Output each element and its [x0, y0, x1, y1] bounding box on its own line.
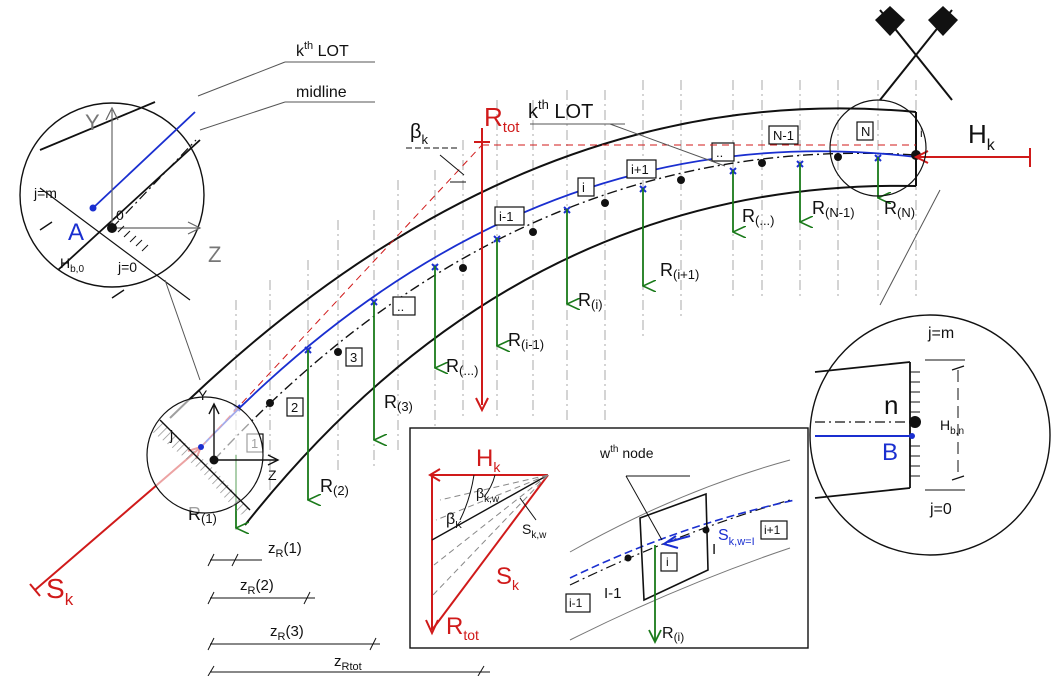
- r-tot-label: Rtot: [484, 102, 520, 136]
- inset-rtot: Rtot: [446, 613, 479, 643]
- beta-k-label: βk: [410, 121, 429, 147]
- inset-sk: Sk: [496, 563, 520, 593]
- arch-outline: [169, 107, 917, 526]
- j-eq-m-left: j=m: [33, 185, 57, 201]
- point-n-label: n: [884, 390, 898, 420]
- reaction-label: R(...): [742, 206, 775, 228]
- leader-lines: [164, 61, 941, 381]
- j-small-label: j: [169, 427, 173, 443]
- j-eq-m-right: j=m: [927, 325, 954, 342]
- midline-label: midline: [296, 84, 347, 101]
- h-bn-label: Hb,n: [940, 417, 964, 437]
- h-k-arrow: [913, 148, 1031, 167]
- inset-hk-label: Hk: [476, 445, 501, 475]
- svg-text:i: i: [666, 555, 669, 569]
- dimension-labels: zR(1) zR(2) zR(3) zRtot: [240, 540, 362, 673]
- segment-box-label: N-1: [773, 128, 794, 143]
- dimension-label: zR(1): [268, 540, 302, 560]
- point-b-label: B: [882, 439, 898, 466]
- segment-box: [711, 142, 735, 162]
- inset-I: I: [712, 541, 716, 558]
- dimension-label: zRtot: [334, 653, 362, 673]
- h-k-label: Hk: [968, 119, 996, 154]
- inset-skw: Sk,w: [522, 521, 547, 541]
- inset-beta-kw: βk,w: [476, 485, 500, 505]
- segment-box: [768, 125, 799, 145]
- segment-box-label: N: [861, 124, 870, 139]
- segment-box-label: 3: [350, 350, 357, 365]
- crossed-flags-icon: [875, 6, 958, 101]
- point-a-label: A: [68, 219, 84, 246]
- segment-box-label: 2: [291, 400, 298, 415]
- line-of-thrust: [200, 150, 917, 448]
- y-axis-small-label: Y: [198, 387, 208, 403]
- segment-box-label: i+1: [631, 162, 649, 177]
- segment-box: [626, 159, 657, 179]
- svg-text:i+1: i+1: [764, 523, 781, 537]
- beta-k-marker: [406, 147, 466, 183]
- h-b0-label: Hb,0: [60, 255, 84, 275]
- j-eq-0-left: j=0: [117, 259, 137, 275]
- kth-lot-label-mid: kth LOT: [528, 97, 593, 123]
- segment-box-label: ..: [716, 145, 723, 160]
- z-axis-label: Z: [208, 242, 221, 267]
- wth-node-label: wth node: [599, 444, 654, 461]
- reaction-labels: R(1)R(2)R(3)R(...)R(i-1)R(i)R(i+1)R(...)…: [188, 198, 915, 526]
- inset-r-i: R(i): [662, 625, 684, 644]
- detail-circle-a: [19, 101, 205, 301]
- inset-beta-k: βK: [446, 511, 462, 531]
- reaction-label: R(i): [578, 290, 603, 312]
- reaction-label: R(N-1): [812, 198, 855, 220]
- inset-s-kw-eq: Sk,w=I: [718, 527, 755, 548]
- reaction-label: R(i-1): [508, 330, 544, 352]
- reaction-label: R(N): [884, 198, 915, 220]
- s-k-label: Sk: [46, 573, 74, 609]
- segment-box: [286, 397, 304, 417]
- svg-text:i-1: i-1: [569, 596, 583, 610]
- inset-panel: [409, 427, 809, 649]
- segment-box-label: i-1: [499, 209, 513, 224]
- reaction-label: R(3): [384, 392, 413, 414]
- r-tot-arrow: [474, 128, 490, 413]
- reaction-label: R(2): [320, 476, 349, 498]
- text-layer: kth LOT midline kth LOT βk Rtot Hk Sk i …: [33, 40, 996, 673]
- dimension-lines: [207, 553, 490, 676]
- support-circle: [146, 396, 280, 515]
- inset-segment-boxes: i i+1 i-1: [565, 520, 788, 613]
- dimension-label: zR(3): [270, 623, 304, 643]
- origin-label: 0: [116, 207, 124, 223]
- segment-box: [392, 296, 416, 316]
- arch-midline: [213, 152, 917, 461]
- detail-circle-b: [809, 314, 1051, 556]
- segment-box: [856, 121, 874, 141]
- thrust-construction: [200, 144, 916, 448]
- inset-I-1: I-1: [604, 585, 622, 602]
- dimension-label: zR(2): [240, 577, 274, 597]
- segment-box-label: i: [582, 180, 585, 195]
- segment-box: [494, 206, 525, 226]
- j-eq-0-right: j=0: [929, 501, 952, 518]
- segment-box: [577, 177, 595, 197]
- reaction-label: R(...): [446, 356, 479, 378]
- segment-box-label: ..: [397, 299, 404, 314]
- kth-lot-label-top: kth LOT: [296, 40, 349, 60]
- node-i-label: i: [920, 126, 923, 140]
- segment-boxes: 123..i-1ii+1..N-1N: [246, 121, 874, 453]
- z-axis-small-label: Z: [268, 467, 277, 483]
- segment-box: [345, 347, 363, 367]
- y-axis-label: Y: [85, 110, 100, 135]
- detail-circle-top-right: [829, 99, 927, 197]
- reaction-label: R(i+1): [660, 260, 699, 282]
